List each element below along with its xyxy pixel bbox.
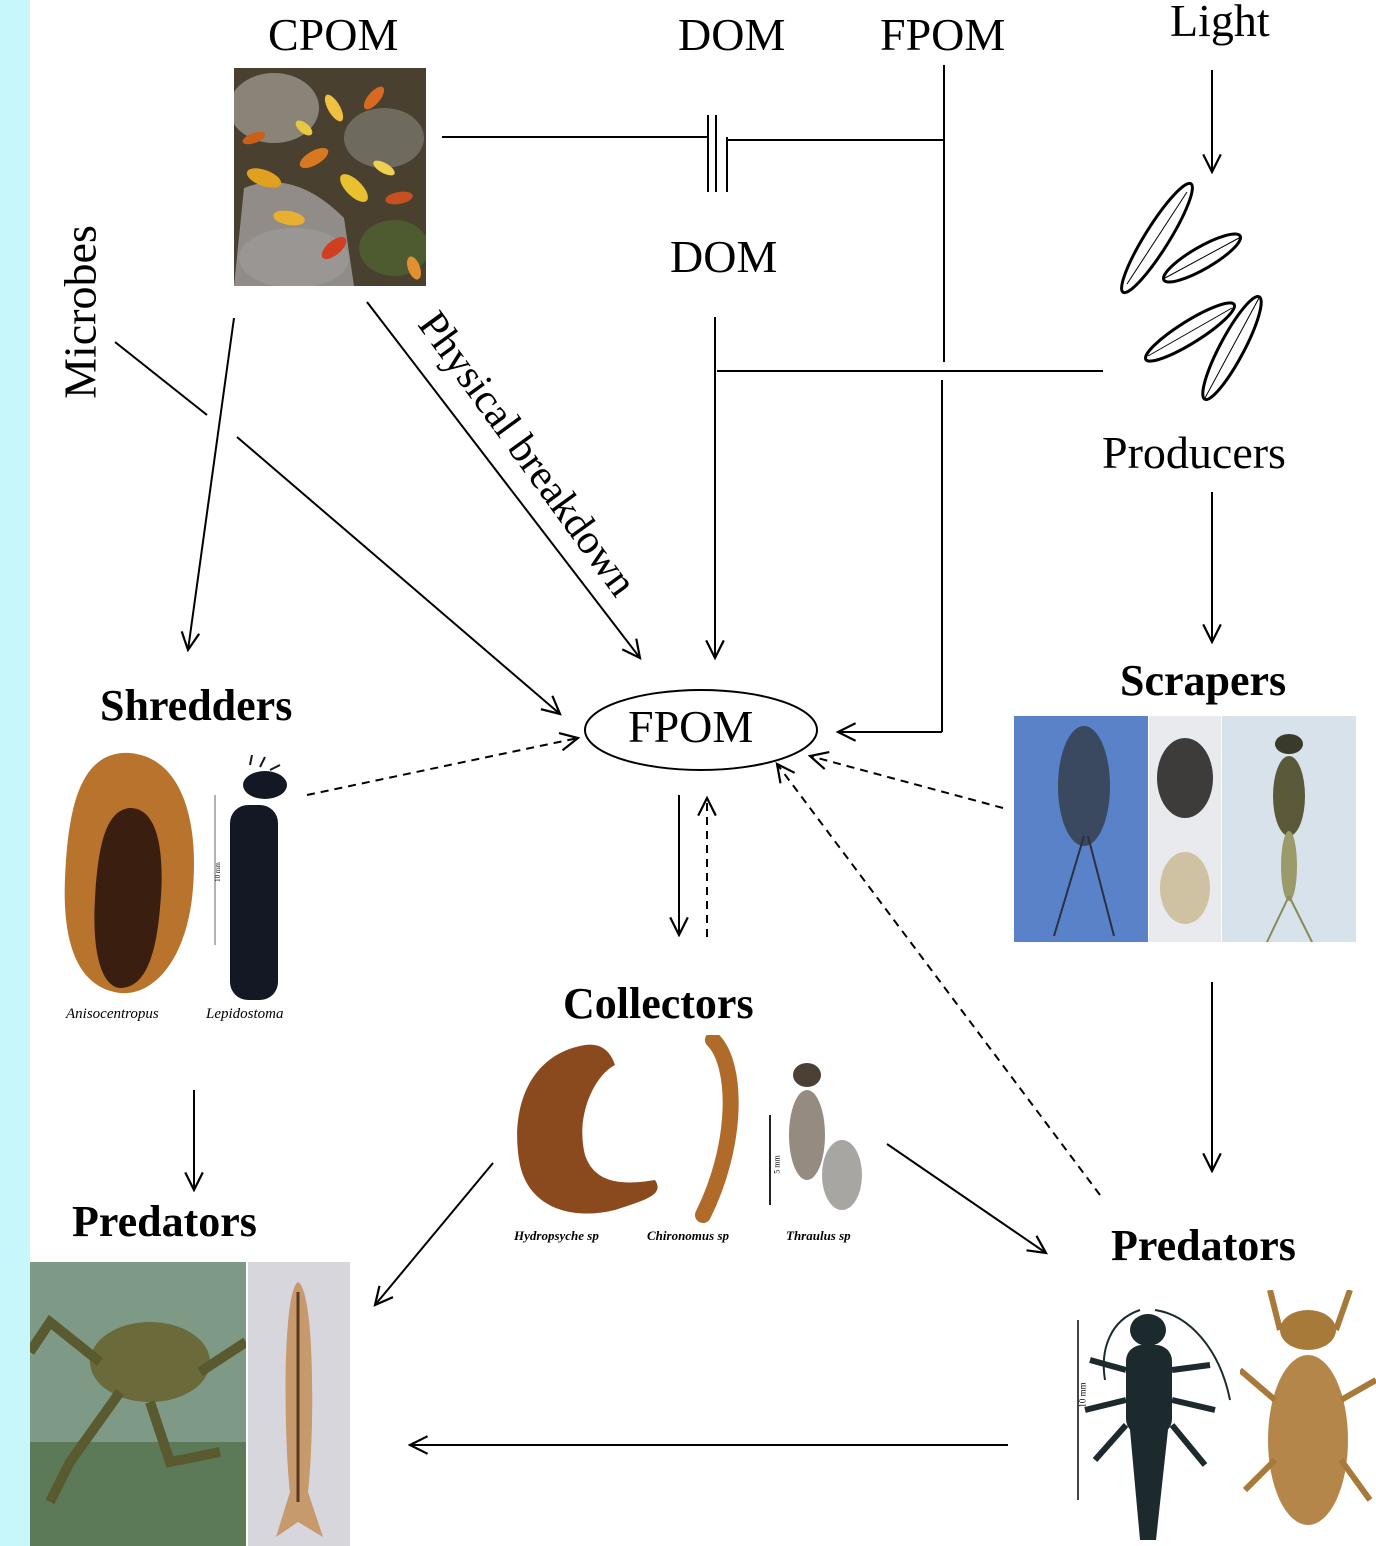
predators-left-label: Predators xyxy=(72,1196,257,1247)
scale-label-collector: 5 mm xyxy=(773,1155,782,1173)
caption-chironomus: Chironomus sp xyxy=(647,1228,729,1244)
caption-anisocentropus: Anisocentropus xyxy=(66,1006,159,1023)
scale-label-shredder: 10 mm xyxy=(214,862,222,882)
collectors-label: Collectors xyxy=(563,978,754,1029)
shredders-label: Shredders xyxy=(100,680,292,731)
cpom-label: CPOM xyxy=(268,8,398,61)
scrapers-label: Scrapers xyxy=(1120,655,1286,706)
caption-hydropsyche: Hydropsyche sp xyxy=(514,1228,599,1244)
caption-lepidostoma: Lepidostoma xyxy=(206,1006,284,1023)
fpom-center-label: FPOM xyxy=(628,700,753,753)
caption-thraulus: Thraulus sp xyxy=(786,1228,851,1244)
predators-right-label: Predators xyxy=(1111,1220,1296,1271)
diatom-icons xyxy=(1113,177,1270,404)
scale-label-predator: 10 mm xyxy=(1078,1382,1088,1407)
fpom-top-label: FPOM xyxy=(880,8,1005,61)
dom-top-label: DOM xyxy=(678,8,785,61)
microbes-label: Microbes xyxy=(54,225,107,399)
producers-label: Producers xyxy=(1102,426,1286,479)
dom-mid-label: DOM xyxy=(670,230,777,283)
light-label: Light xyxy=(1170,0,1270,47)
